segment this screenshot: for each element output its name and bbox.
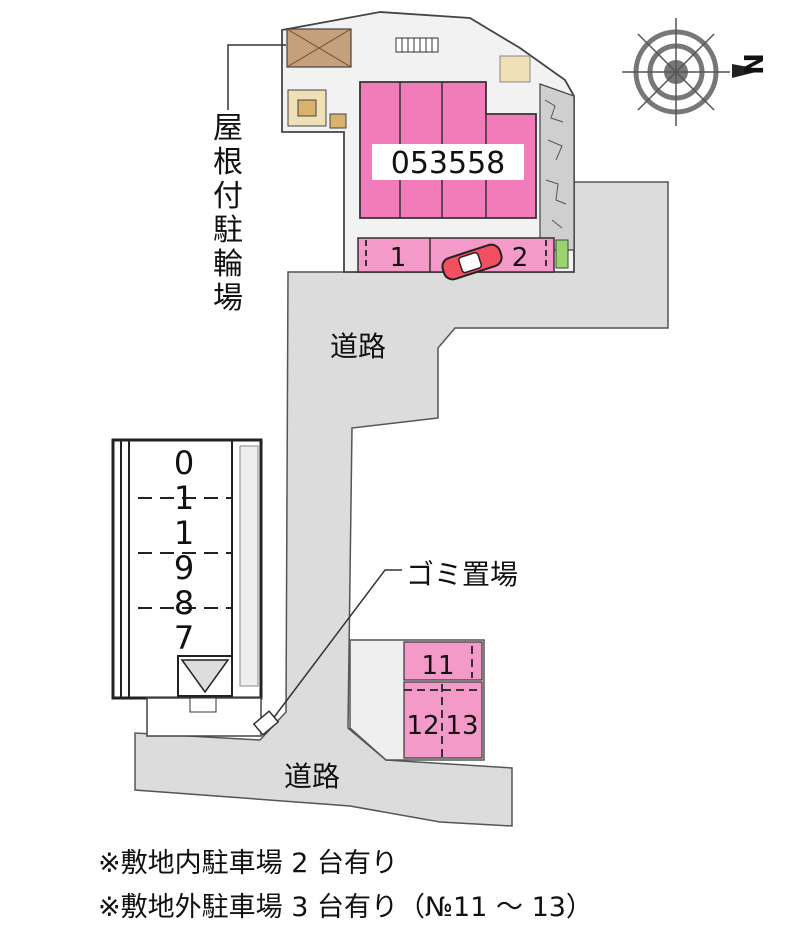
stairs xyxy=(395,37,439,53)
garbage-label: ゴミ置場 xyxy=(406,558,518,591)
parking-slot-12: 12 xyxy=(406,711,439,741)
road-label-top: 道路 xyxy=(330,330,386,363)
svg-text:屋: 屋 xyxy=(213,111,243,146)
svg-text:根: 根 xyxy=(213,145,243,180)
garbage-box xyxy=(252,710,280,736)
parking-slot-1: 1 xyxy=(390,243,407,273)
car-icon xyxy=(441,243,503,281)
svg-text:輪: 輪 xyxy=(213,247,243,282)
parking-slot-11: 11 xyxy=(421,651,454,681)
garbage-callout-line xyxy=(271,569,402,721)
svg-text:0: 0 xyxy=(174,444,194,482)
svg-text:駐: 駐 xyxy=(213,213,243,248)
svg-text:7: 7 xyxy=(174,619,194,657)
compass-letter: N xyxy=(737,53,767,75)
note-line-1: ※敷地内駐車場 2 台有り xyxy=(98,848,398,879)
compass-icon xyxy=(622,18,764,126)
building-id-label: 053558 xyxy=(391,146,506,181)
neighbor-stairs xyxy=(177,655,233,697)
road-label-bottom: 道路 xyxy=(284,760,340,793)
svg-text:場: 場 xyxy=(213,281,243,316)
parking-slot-13: 13 xyxy=(445,711,478,741)
svg-text:付: 付 xyxy=(213,179,243,214)
parking-slot-2: 2 xyxy=(512,243,529,273)
svg-text:1: 1 xyxy=(174,514,194,552)
note-line-2: ※敷地外駐車場 3 台有り（№11 ～ 13） xyxy=(98,892,593,923)
bike-parking-label: 屋 根 付 駐 輪 場 xyxy=(213,111,243,316)
svg-text:9: 9 xyxy=(174,549,194,587)
neighbor-digits: 0 1 1 9 8 7 xyxy=(174,444,194,657)
stone-wall xyxy=(539,83,575,251)
bike-callout-line xyxy=(227,44,286,110)
svg-text:1: 1 xyxy=(174,479,194,517)
svg-text:8: 8 xyxy=(174,584,194,622)
